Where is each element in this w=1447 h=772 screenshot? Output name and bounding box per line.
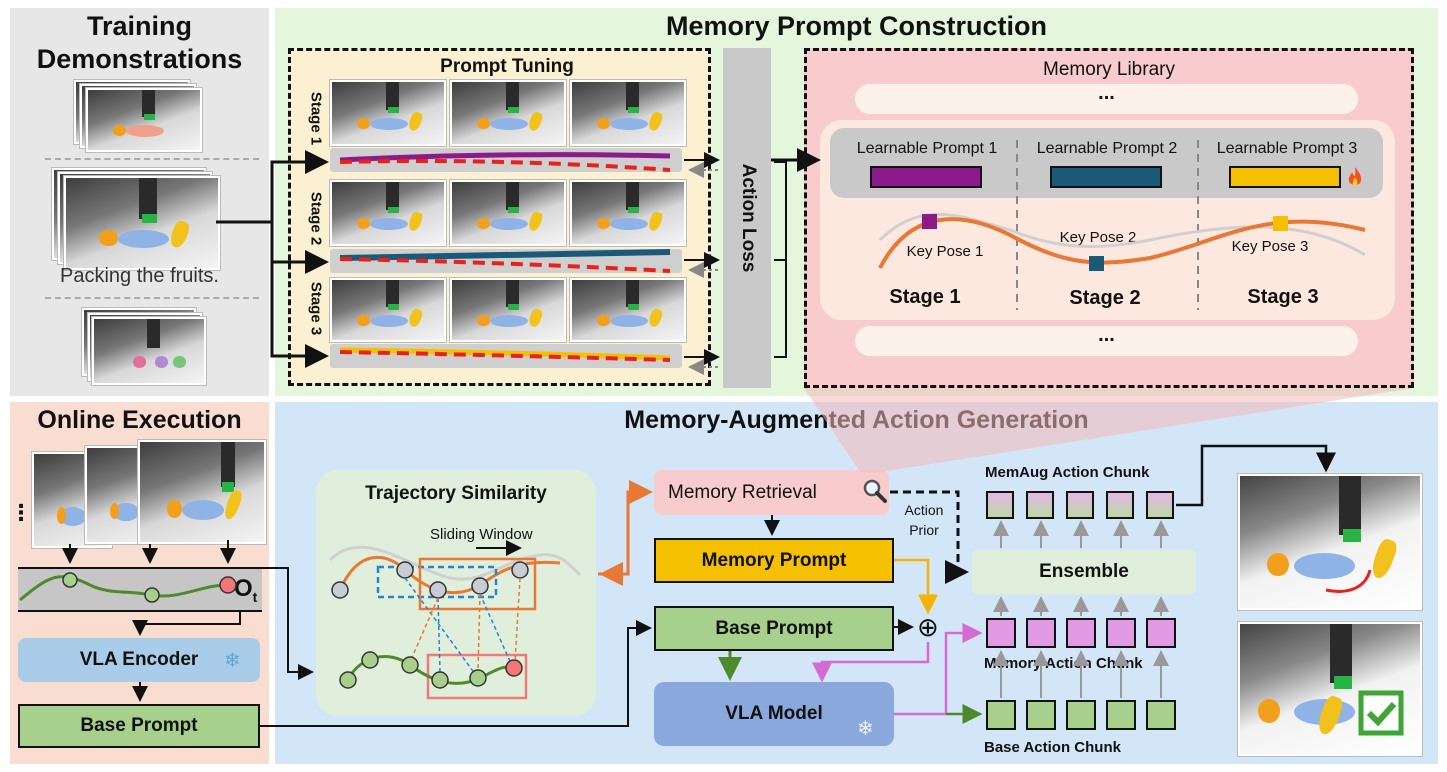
demo-photo bbox=[64, 176, 220, 270]
learnable-prompt-label-2: Learnable Prompt 2 bbox=[1036, 140, 1178, 157]
memory-prompt-construction-title: Memory Prompt Construction bbox=[665, 11, 1048, 41]
stage3-trajectory-bar bbox=[330, 344, 682, 368]
demo-photo bbox=[86, 88, 202, 152]
stage-label-2: Stage 2 bbox=[307, 191, 325, 246]
base-action-square bbox=[1066, 700, 1096, 730]
online-base-prompt-label: Base Prompt bbox=[80, 715, 198, 736]
online-dots: ⋮ bbox=[10, 500, 32, 525]
snowflake-icon: ❄ bbox=[224, 650, 241, 672]
checkmark-icon bbox=[1358, 690, 1404, 736]
memory-prompt-box: Memory Prompt bbox=[654, 538, 894, 583]
stage2-photo bbox=[450, 180, 566, 246]
trajectory-similarity-box bbox=[316, 470, 596, 716]
memaug-action-square bbox=[986, 491, 1014, 519]
stage-label-3: Stage 3 bbox=[307, 281, 325, 336]
memory-library-ellipsis-top: ... bbox=[1098, 82, 1115, 104]
stage1-photo bbox=[330, 80, 446, 146]
library-stage-label-1: Stage 1 bbox=[889, 286, 961, 308]
memaug-chunk-label: MemAug Action Chunk bbox=[985, 464, 1150, 481]
prompt-tuning-title: Prompt Tuning bbox=[440, 56, 574, 77]
divider-dashed bbox=[45, 158, 259, 160]
stage3-photo bbox=[330, 278, 446, 342]
memory-prompt-label: Memory Prompt bbox=[701, 549, 847, 571]
vla-model-box: VLA Model bbox=[654, 682, 894, 746]
stage2-trajectory-bar bbox=[330, 249, 682, 273]
memory-library-slot-top bbox=[855, 84, 1358, 114]
base-action-square bbox=[1026, 700, 1056, 730]
learnable-prompt-bar-3 bbox=[1229, 166, 1341, 188]
online-base-prompt-box: Base Prompt bbox=[18, 704, 260, 748]
base-action-square bbox=[1146, 700, 1176, 730]
ensemble-label: Ensemble bbox=[1039, 561, 1129, 582]
memaug-action-square bbox=[1106, 491, 1134, 519]
stage2-photo bbox=[330, 180, 446, 246]
memaug-action-square bbox=[1146, 491, 1174, 519]
key-pose-label-2: Key Pose 2 bbox=[1059, 229, 1137, 246]
base-action-square bbox=[1106, 700, 1136, 730]
stage1-trajectory-bar bbox=[330, 148, 682, 172]
online-trajectory-bar bbox=[18, 567, 262, 612]
stage1-photo bbox=[570, 80, 686, 146]
action-loss-bar bbox=[723, 48, 771, 388]
memory-action-square bbox=[986, 618, 1016, 648]
stage3-photo bbox=[450, 278, 566, 342]
learnable-prompt-label-3: Learnable Prompt 3 bbox=[1216, 140, 1358, 157]
action-prior-label: Action Prior bbox=[894, 500, 954, 540]
learnable-prompt-label-1: Learnable Prompt 1 bbox=[856, 140, 998, 157]
memory-action-square bbox=[1066, 618, 1096, 648]
ensemble-box: Ensemble bbox=[972, 550, 1196, 594]
divider-dashed bbox=[45, 297, 259, 299]
gen-base-prompt-box: Base Prompt bbox=[654, 606, 894, 651]
demo-photo bbox=[92, 317, 206, 385]
ot-sub: t bbox=[252, 588, 258, 605]
learnable-prompt-bar-1 bbox=[870, 166, 982, 188]
fire-icon bbox=[1347, 166, 1363, 188]
base-action-square bbox=[986, 700, 1016, 730]
ot-label: Ot bbox=[234, 575, 257, 605]
memory-action-square bbox=[1146, 618, 1176, 648]
training-title: Training Demonstrations bbox=[10, 10, 269, 76]
snowflake-icon: ❄ bbox=[857, 718, 874, 740]
search-icon bbox=[862, 478, 888, 504]
stage3-photo bbox=[570, 278, 686, 342]
memaug-action-square bbox=[1026, 491, 1054, 519]
training-title-line2: Demonstrations bbox=[36, 44, 243, 74]
observation-photo bbox=[138, 440, 266, 544]
memaug-action-square bbox=[1066, 491, 1094, 519]
key-pose-label-1: Key Pose 1 bbox=[906, 243, 984, 260]
stage2-photo bbox=[570, 180, 686, 246]
key-pose-label-3: Key Pose 3 bbox=[1231, 238, 1309, 255]
action-prior-line2: Prior bbox=[909, 522, 939, 538]
memory-action-square bbox=[1026, 618, 1056, 648]
memory-library-title: Memory Library bbox=[1043, 59, 1175, 80]
learnable-prompt-bar-2 bbox=[1050, 166, 1162, 188]
base-chunk-label: Base Action Chunk bbox=[984, 739, 1121, 756]
stage-label-1: Stage 1 bbox=[307, 91, 325, 146]
action-prior-line1: Action bbox=[904, 502, 944, 518]
stage1-photo bbox=[450, 80, 566, 146]
gen-base-prompt-label: Base Prompt bbox=[715, 617, 833, 639]
memory-retrieval-box[interactable]: Memory Retrieval bbox=[654, 470, 889, 515]
training-title-line1: Training bbox=[86, 11, 192, 41]
result-photo-execution bbox=[1238, 474, 1422, 610]
vla-model-label: VLA Model bbox=[725, 703, 823, 724]
oplus-symbol: ⊕ bbox=[917, 612, 939, 642]
library-stage-label-2: Stage 2 bbox=[1069, 287, 1141, 309]
trajectory-similarity-title: Trajectory Similarity bbox=[365, 483, 547, 504]
sliding-window-label: Sliding Window bbox=[430, 526, 533, 543]
memory-library-ellipsis-bottom: ... bbox=[1098, 324, 1115, 346]
vla-encoder-box: VLA Encoder bbox=[18, 638, 260, 682]
generation-title: Memory-Augmented Action Generation bbox=[624, 406, 1089, 434]
ot-main: O bbox=[234, 575, 253, 602]
demo-caption: Packing the fruits. bbox=[60, 265, 219, 287]
memory-library-slot-bottom bbox=[855, 326, 1358, 356]
memory-chunk-label: Memory Action Chunk bbox=[984, 655, 1143, 672]
action-loss-label: Action Loss bbox=[738, 163, 759, 273]
memory-retrieval-label: Memory Retrieval bbox=[668, 481, 817, 503]
memory-action-square bbox=[1106, 618, 1136, 648]
vla-encoder-label: VLA Encoder bbox=[79, 649, 199, 670]
library-stage-label-3: Stage 3 bbox=[1247, 286, 1319, 308]
online-execution-title: Online Execution bbox=[37, 406, 242, 434]
